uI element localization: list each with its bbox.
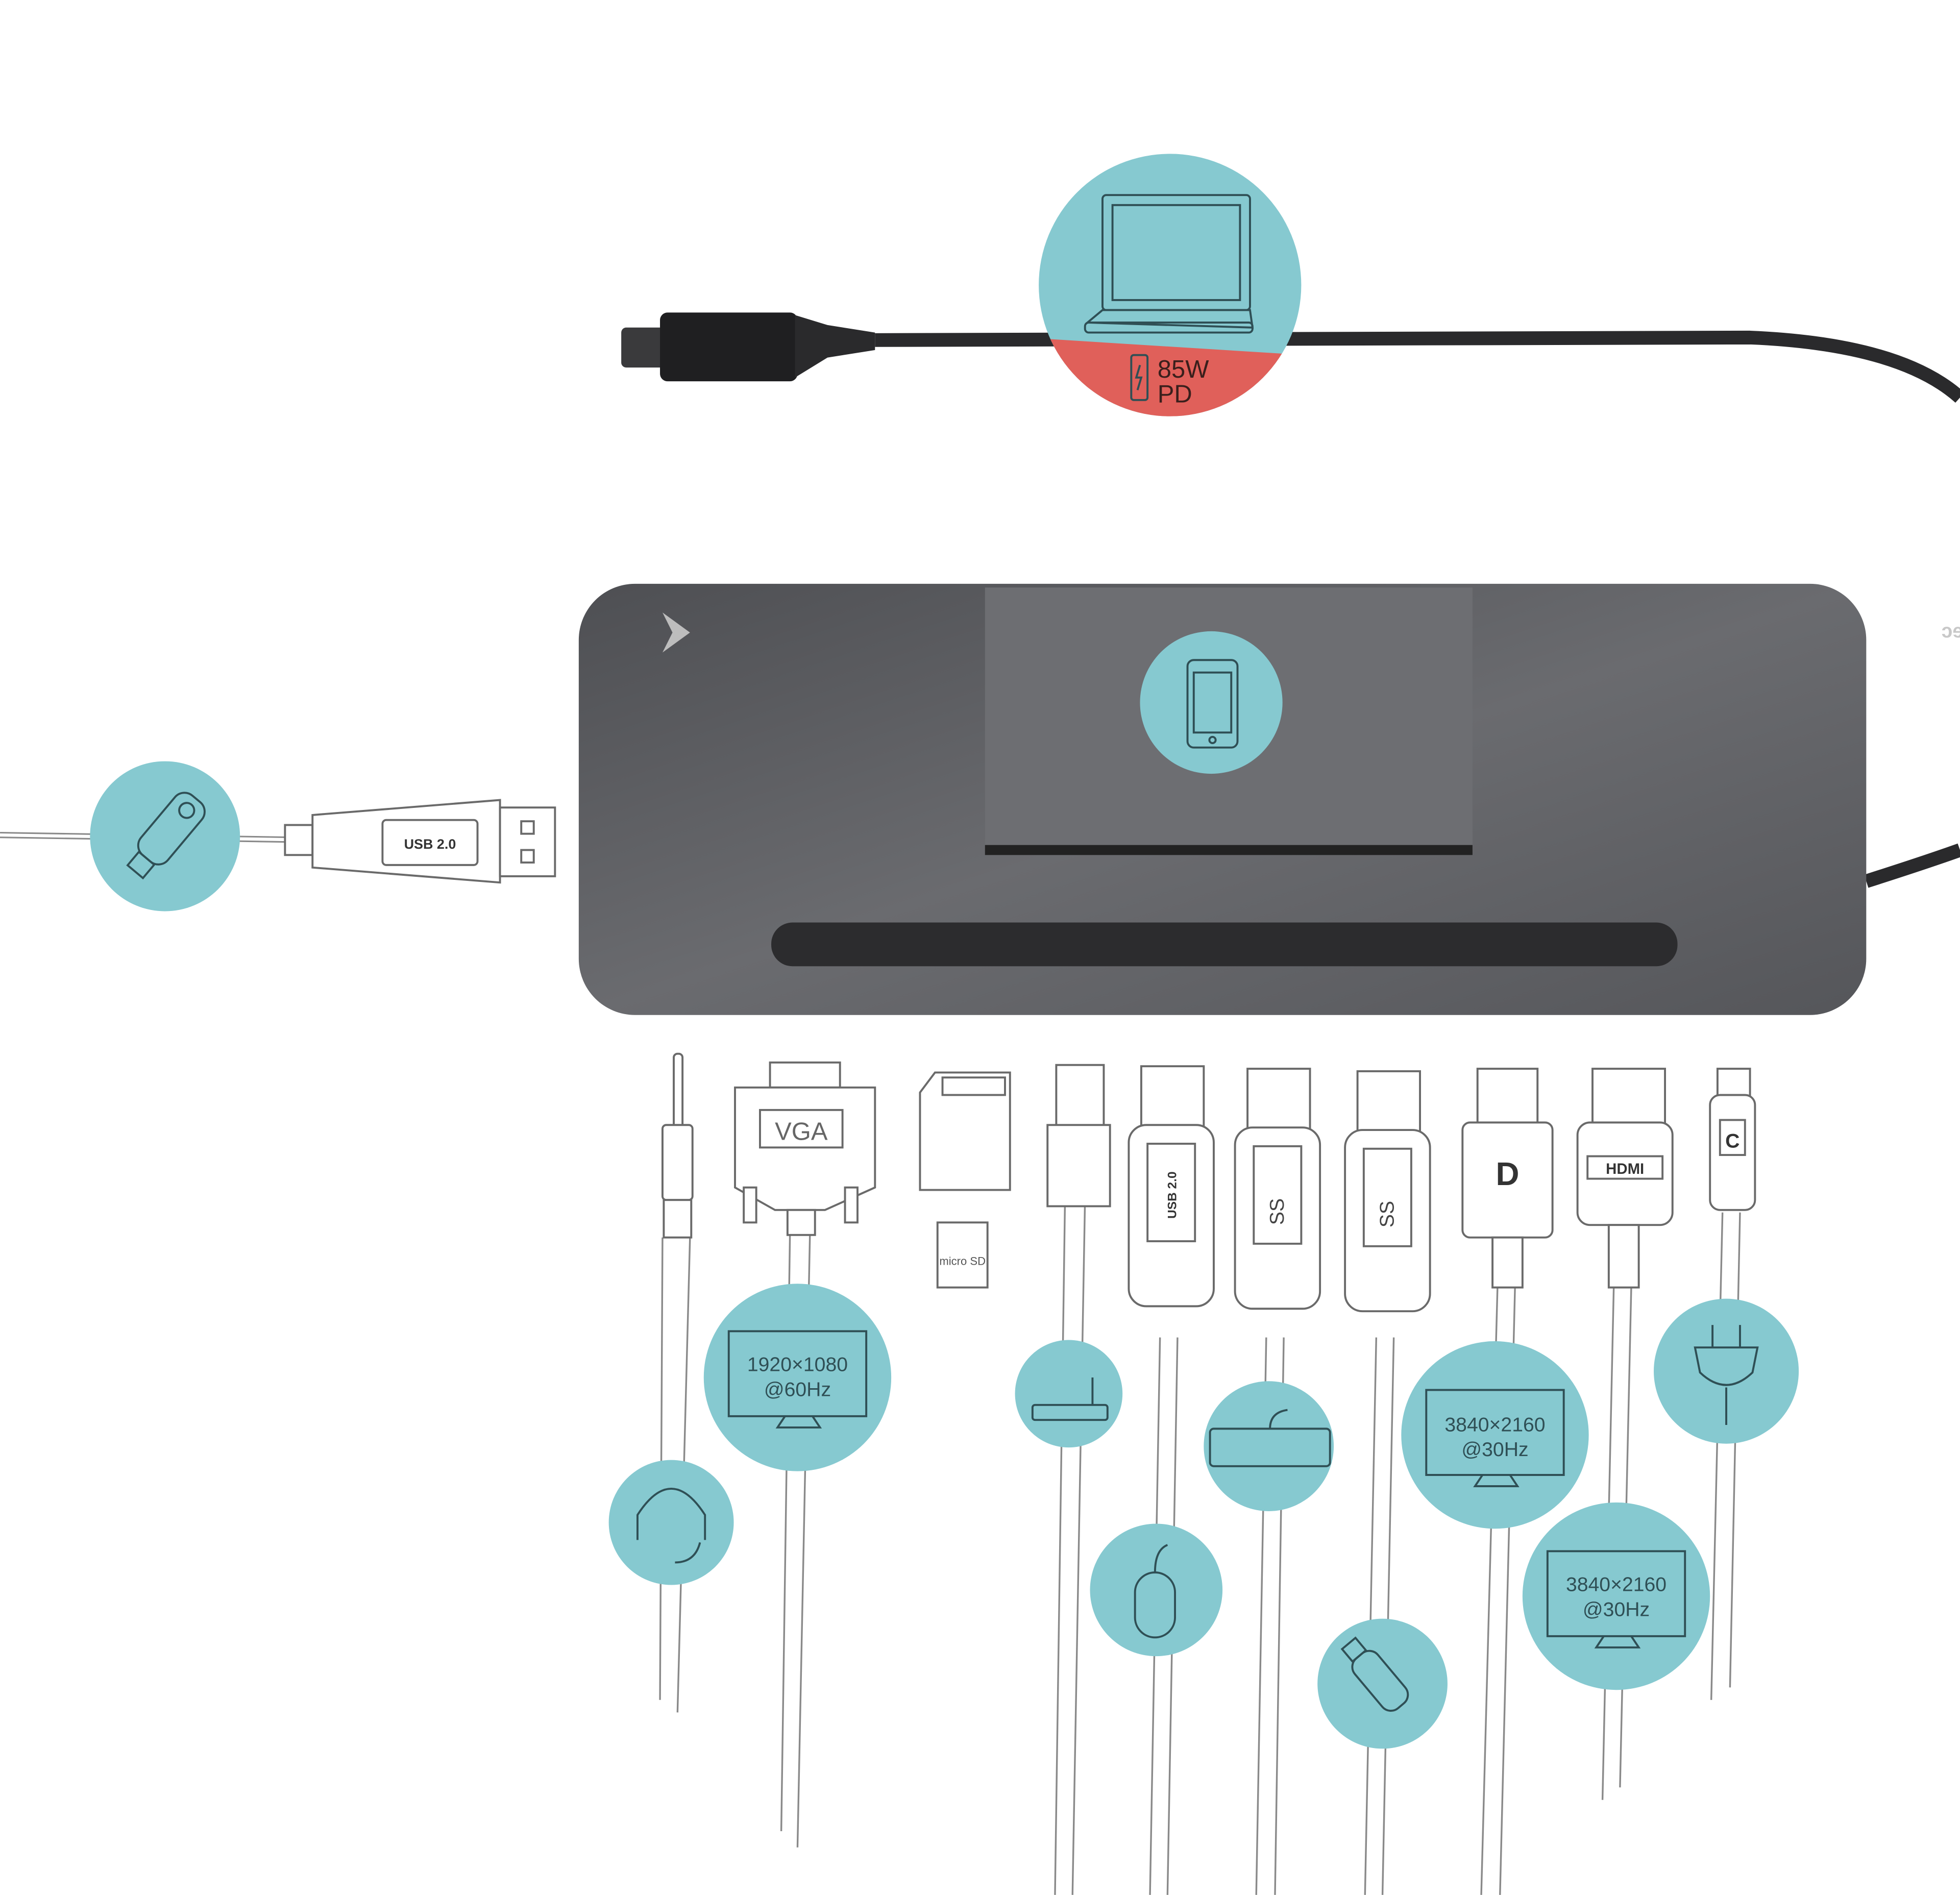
hdmi-refresh-rate: @30Hz — [1583, 1599, 1650, 1621]
superspeed-label: SS — [1266, 1198, 1288, 1225]
headset-badge — [608, 1460, 734, 1585]
usb-flash-drive-icon — [1340, 1636, 1409, 1712]
usb2-vertical-label: USB 2.0 — [1165, 1171, 1179, 1218]
microsd-label: micro SD — [939, 1255, 986, 1268]
monitor-icon — [1425, 1389, 1565, 1487]
laptop-power-delivery-badge: 85W PD — [1039, 154, 1302, 416]
router-badge — [1015, 1340, 1123, 1448]
router-icon — [1031, 1377, 1109, 1421]
vga-label: VGA — [775, 1118, 828, 1146]
keyboard-badge — [1204, 1381, 1334, 1511]
battery-icon — [1130, 354, 1149, 401]
vga-monitor-badge: 1920×1080 @60Hz — [703, 1284, 892, 1471]
hdmi-monitor-badge: 3840×2160 @30Hz — [1522, 1502, 1710, 1690]
usb-flash-drive-icon — [126, 792, 206, 880]
flash-drive-badge — [1317, 1618, 1448, 1749]
docking-station: i-tec — [578, 583, 1960, 1015]
usb2-connector: USB 2.0 — [1128, 1065, 1215, 1308]
monitor-icon — [727, 1330, 868, 1429]
rj45-connector — [1046, 1064, 1111, 1208]
displayport-resolution: 3840×2160 — [1444, 1414, 1545, 1436]
phone-badge — [1140, 631, 1283, 774]
usb3-connector-2: SS — [1344, 1070, 1431, 1313]
hdmi-label: HDMI — [1606, 1161, 1644, 1177]
left-usb2-cable: USB 2.0 — [0, 761, 556, 912]
usb-c-label: C — [1725, 1130, 1739, 1152]
svg-text:i-tec: i-tec — [1942, 620, 1960, 642]
laptop-icon — [1084, 194, 1254, 334]
power-plug-icon — [1694, 1325, 1759, 1425]
usb2-label: USB 2.0 — [404, 836, 456, 852]
superspeed-label: SS — [1377, 1201, 1399, 1227]
usb-c-host-cable — [621, 312, 1960, 888]
monitor-icon — [1546, 1550, 1686, 1648]
headset-icon — [636, 1488, 706, 1564]
displayport-monitor-badge: 3840×2160 @30Hz — [1401, 1341, 1589, 1529]
phone-slot — [771, 922, 1678, 967]
displayport-connector: D — [1461, 1068, 1554, 1289]
displayport-refresh-rate: @30Hz — [1461, 1439, 1528, 1461]
usb3-connector-1: SS — [1234, 1068, 1321, 1310]
hdmi-connector: HDMI — [1576, 1068, 1674, 1289]
keyboard-icon — [1209, 1409, 1331, 1467]
smartphone-icon — [1186, 659, 1239, 749]
mouse-badge — [1090, 1523, 1223, 1657]
usb-c-power-connector: C — [1709, 1068, 1756, 1211]
displayport-label: D — [1496, 1156, 1519, 1192]
hdmi-resolution: 3840×2160 — [1566, 1574, 1667, 1596]
vga-refresh-rate: @60Hz — [764, 1379, 831, 1401]
sd-card-slot: micro SD — [919, 1071, 1011, 1289]
vga-resolution: 1920×1080 — [747, 1354, 848, 1376]
power-plug-badge — [1654, 1298, 1799, 1444]
power-unit: PD — [1158, 381, 1192, 408]
mouse-icon — [1134, 1544, 1177, 1639]
vga-connector: VGA — [734, 1061, 876, 1236]
power-value: 85W — [1158, 356, 1209, 383]
audio-jack-connector — [662, 1052, 694, 1239]
i-tec-logo: i-tec — [1942, 620, 1960, 642]
